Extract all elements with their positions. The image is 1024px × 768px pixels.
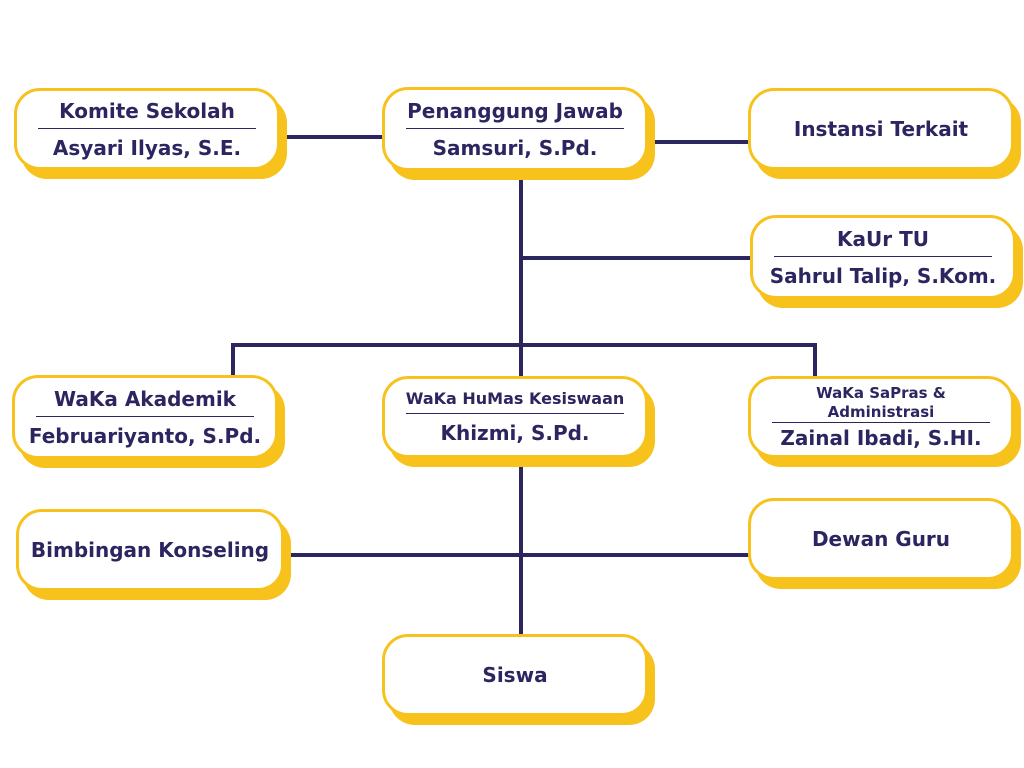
- node-title: Bimbingan Konseling: [30, 538, 270, 562]
- node-person-name: Zainal Ibadi, S.HI.: [780, 425, 982, 450]
- node-title-line2: Administrasi: [827, 402, 935, 421]
- node-person-name: Asyari Ilyas, S.E.: [52, 135, 242, 160]
- node-box: Bimbingan Konseling: [16, 509, 284, 591]
- node-title: Komite Sekolah: [59, 98, 235, 123]
- node-title: Penanggung Jawab: [407, 98, 623, 123]
- node-title: KaUr TU: [837, 226, 929, 251]
- node-separator: [773, 255, 993, 257]
- node-box: KaUr TU Sahrul Talip, S.Kom.: [750, 215, 1016, 299]
- node-box: WaKa Akademik Februariyanto, S.Pd.: [12, 375, 278, 459]
- node-separator: [35, 415, 255, 417]
- node-separator: [771, 421, 991, 423]
- node-dewan-guru: Dewan Guru: [748, 498, 1021, 589]
- node-box: WaKa HuMas Kesiswaan Khizmi, S.Pd.: [382, 376, 648, 458]
- node-kaur-tu: KaUr TU Sahrul Talip, S.Kom.: [750, 215, 1023, 308]
- node-person-name: Samsuri, S.Pd.: [432, 135, 598, 160]
- node-box: Komite Sekolah Asyari Ilyas, S.E.: [14, 88, 280, 170]
- node-title-line1: WaKa SaPras &: [816, 383, 946, 402]
- node-penanggung-jawab: Penanggung Jawab Samsuri, S.Pd.: [382, 87, 655, 180]
- node-box: WaKa SaPras & Administrasi Zainal Ibadi,…: [748, 376, 1014, 458]
- node-waka-akademik: WaKa Akademik Februariyanto, S.Pd.: [12, 375, 285, 468]
- node-title: Instansi Terkait: [793, 117, 969, 141]
- node-box: Instansi Terkait: [748, 88, 1014, 170]
- node-komite-sekolah: Komite Sekolah Asyari Ilyas, S.E.: [14, 88, 287, 179]
- node-title: Dewan Guru: [811, 527, 951, 551]
- node-title: Siswa: [482, 663, 548, 687]
- node-person-name: Februariyanto, S.Pd.: [28, 423, 262, 448]
- node-waka-humas-kesiswaan: WaKa HuMas Kesiswaan Khizmi, S.Pd.: [382, 376, 655, 467]
- node-waka-sapras-administrasi: WaKa SaPras & Administrasi Zainal Ibadi,…: [748, 376, 1021, 467]
- node-box: Siswa: [382, 634, 648, 716]
- node-box: Dewan Guru: [748, 498, 1014, 580]
- node-title: WaKa Akademik: [54, 386, 236, 411]
- node-person-name: Khizmi, S.Pd.: [440, 420, 590, 445]
- node-bimbingan-konseling: Bimbingan Konseling: [16, 509, 291, 600]
- node-title: WaKa HuMas Kesiswaan: [405, 388, 625, 408]
- node-siswa: Siswa: [382, 634, 655, 725]
- node-box: Penanggung Jawab Samsuri, S.Pd.: [382, 87, 648, 171]
- node-person-name: Sahrul Talip, S.Kom.: [769, 263, 997, 288]
- node-instansi-terkait: Instansi Terkait: [748, 88, 1021, 179]
- node-separator: [405, 127, 625, 129]
- node-separator: [405, 412, 625, 414]
- node-separator: [37, 127, 257, 129]
